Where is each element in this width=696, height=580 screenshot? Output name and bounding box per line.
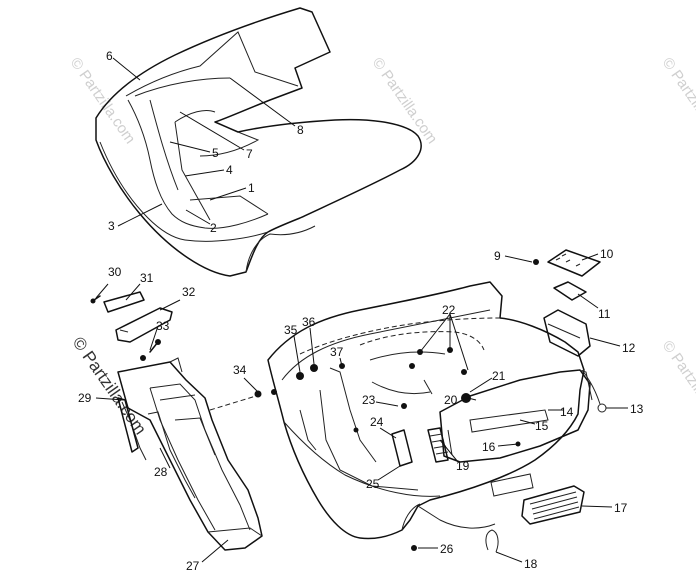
callout-7: 7: [246, 147, 253, 161]
seat-assembly: [95, 7, 422, 277]
callout-3: 3: [108, 219, 115, 233]
watermark-2: © Partzilla.com: [369, 55, 441, 148]
callout-19: 19: [456, 459, 470, 473]
callout-labels: 1 2 3 4 5 6 7 8 9 10 11 12 13 14 15 16 1…: [78, 49, 644, 573]
callout-17: 17: [614, 501, 628, 515]
cables: [485, 369, 607, 553]
control-pod: [533, 249, 601, 357]
callout-13: 13: [630, 402, 644, 416]
watermark-4: © Partzilla.com: [659, 338, 696, 431]
callout-35: 35: [284, 323, 298, 337]
callout-16: 16: [482, 440, 496, 454]
front-panel-assembly: [90, 291, 263, 551]
callout-15: 15: [535, 419, 549, 433]
callout-11: 11: [598, 307, 611, 321]
callout-8: 8: [297, 123, 304, 137]
callout-25: 25: [366, 477, 380, 491]
callout-20: 20: [444, 393, 458, 407]
callout-5: 5: [212, 146, 219, 160]
hood-assembly: [209, 281, 593, 551]
leader-lines: [95, 57, 628, 563]
callout-23: 23: [362, 393, 376, 407]
callout-22: 22: [442, 303, 456, 317]
callout-18: 18: [524, 557, 538, 571]
callout-31: 31: [140, 271, 154, 285]
callout-36: 36: [302, 315, 316, 329]
callout-9: 9: [494, 249, 501, 263]
callout-32: 32: [182, 285, 196, 299]
callout-12: 12: [622, 341, 636, 355]
watermark-3: © Partzilla.com: [659, 55, 696, 148]
callout-6: 6: [106, 49, 113, 63]
watermark-dark: © Partzilla.com: [69, 333, 150, 438]
callout-2: 2: [210, 221, 217, 235]
callout-24: 24: [370, 415, 384, 429]
callout-1: 1: [248, 181, 255, 195]
callout-26: 26: [440, 542, 454, 556]
callout-14: 14: [560, 405, 574, 419]
callout-34: 34: [233, 363, 247, 377]
callout-4: 4: [226, 163, 233, 177]
callout-10: 10: [600, 247, 614, 261]
callout-29: 29: [78, 391, 92, 405]
callout-33: 33: [156, 319, 170, 333]
callout-30: 30: [108, 265, 122, 279]
callout-37: 37: [330, 345, 344, 359]
callout-27: 27: [186, 559, 200, 573]
callout-28: 28: [154, 465, 168, 479]
watermark-1: © Partzilla.com: [67, 55, 139, 148]
callout-21: 21: [492, 369, 506, 383]
